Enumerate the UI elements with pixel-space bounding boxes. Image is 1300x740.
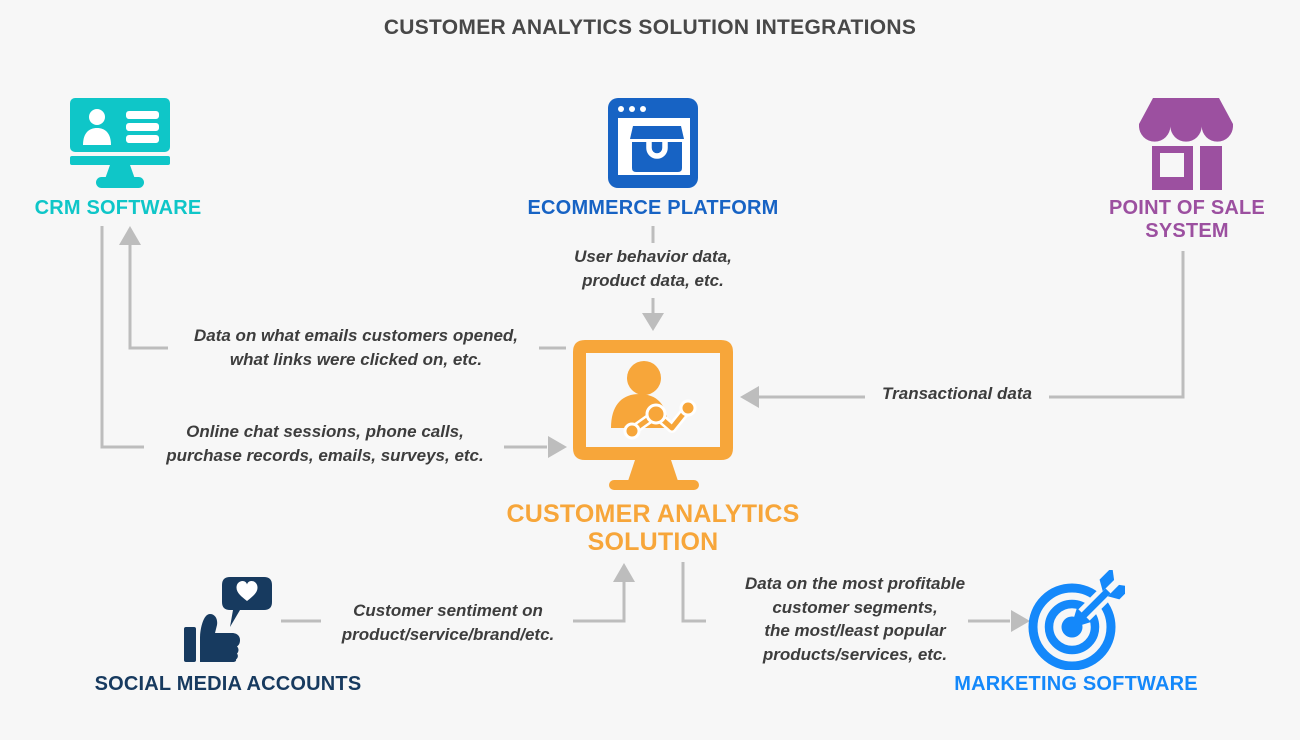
edge-label-ecommerce-to-analytics: User behavior data, product data, etc. [574, 247, 732, 290]
node-label-ecommerce: ECOMMERCE PLATFORM [527, 197, 779, 219]
ecommerce-browser-icon [608, 98, 698, 188]
target-arrow-icon [1028, 570, 1125, 670]
node-label-analytics: CUSTOMER ANALYTICS SOLUTION [506, 500, 800, 556]
edge-label-analytics-to-crm: Data on what emails customers opened, wh… [193, 326, 519, 369]
edge-label-crm-to-analytics: Online chat sessions, phone calls, purch… [166, 422, 484, 465]
edge-label-social-to-analytics: Customer sentiment on product/service/br… [341, 601, 555, 644]
analytics-monitor-icon [573, 340, 733, 490]
arrowhead-right-icon [548, 436, 567, 458]
arrowhead-down-icon [642, 313, 664, 331]
diagram-title: CUSTOMER ANALYTICS SOLUTION INTEGRATIONS [383, 16, 917, 39]
node-label-marketing: MARKETING SOFTWARE [954, 673, 1198, 695]
edge-label-analytics-to-marketing: Data on the most profitable customer seg… [744, 574, 966, 664]
crm-monitor-icon [70, 98, 170, 188]
edge-label-pos-to-analytics: Transactional data [882, 384, 1032, 403]
arrowhead-up-icon [119, 226, 141, 245]
thumbs-up-social-icon [184, 577, 272, 662]
node-label-social: SOCIAL MEDIA ACCOUNTS [94, 673, 362, 695]
arrowhead-up-icon [613, 563, 635, 582]
storefront-icon [1139, 98, 1233, 190]
arrowhead-left-icon [740, 386, 759, 408]
node-label-pos: POINT OF SALE SYSTEM [1109, 197, 1265, 242]
node-label-crm: CRM SOFTWARE [34, 197, 202, 219]
